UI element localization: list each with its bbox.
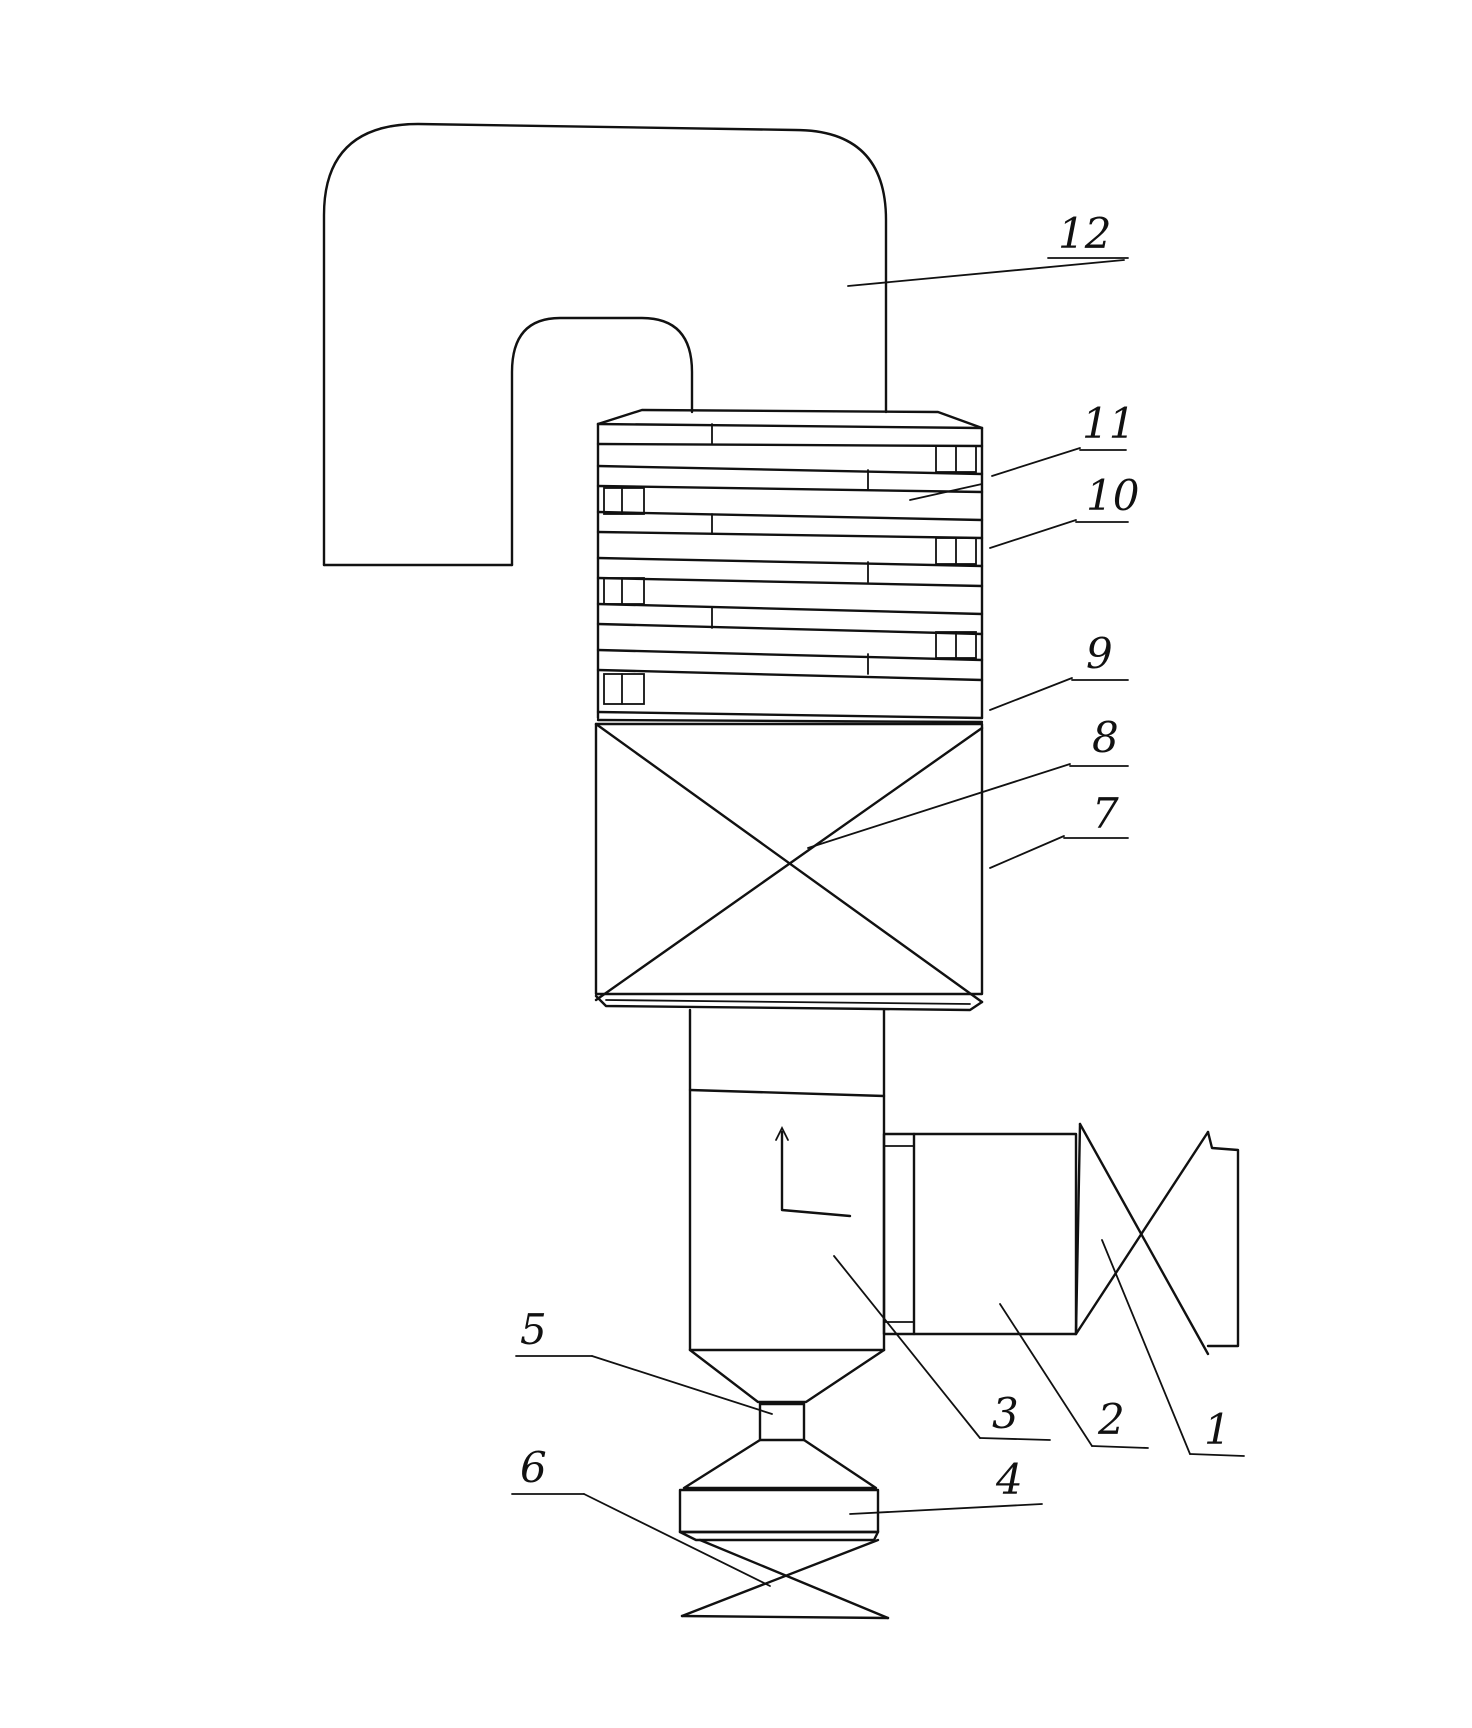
fan-housing xyxy=(882,1132,1078,1336)
label-12: 12 xyxy=(1058,209,1111,258)
label-3: 3 xyxy=(992,1389,1019,1438)
label-5: 5 xyxy=(520,1305,547,1354)
packed-section xyxy=(594,722,984,1012)
label-4: 4 xyxy=(995,1455,1023,1504)
motor xyxy=(1074,1122,1240,1356)
label-1: 1 xyxy=(1204,1405,1231,1454)
label-8: 8 xyxy=(1092,713,1119,762)
separator-plate xyxy=(596,718,984,724)
main-column xyxy=(688,1008,886,1404)
valve xyxy=(682,1402,878,1490)
label-10: 10 xyxy=(1086,471,1139,520)
leader-lines xyxy=(511,257,1245,1587)
collecting-drum xyxy=(678,1488,880,1542)
label-11: 11 xyxy=(1082,399,1135,448)
label-7: 7 xyxy=(1092,789,1119,838)
label-2: 2 xyxy=(1097,1395,1125,1444)
plate-stack xyxy=(596,408,984,720)
label-6: 6 xyxy=(520,1443,547,1492)
base-stand xyxy=(680,1538,890,1620)
u-duct xyxy=(322,122,888,567)
label-9: 9 xyxy=(1086,629,1113,678)
